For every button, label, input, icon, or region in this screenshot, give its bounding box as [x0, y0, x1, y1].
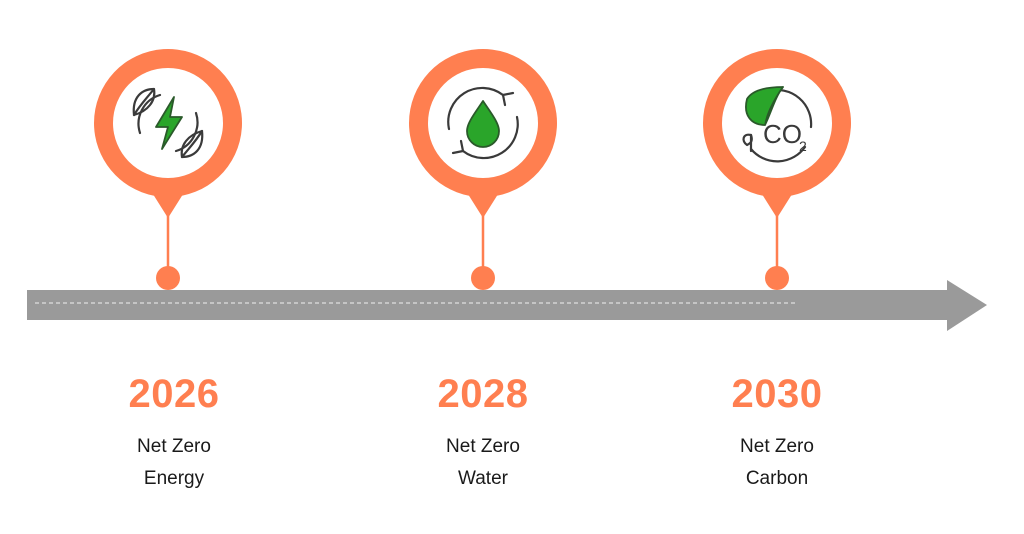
arrow-shaft: [27, 290, 952, 320]
milestone-label-line2: Energy: [143, 468, 205, 489]
milestone-label-line2: Carbon: [745, 468, 809, 489]
milestone-label-line1: Net Zero: [740, 436, 814, 457]
pin-dot: [156, 266, 180, 290]
co2-leaf-icon: CO 2: [742, 86, 813, 163]
energy-leaf-lightning-icon: [132, 87, 204, 159]
co2-text: CO: [763, 119, 802, 149]
milestone-label-line1: Net Zero: [137, 436, 211, 457]
milestone-pin-2026: [93, 49, 242, 290]
milestone-label-line1: Net Zero: [446, 436, 520, 457]
milestone-pin-2028: [409, 49, 557, 290]
water-drop-cycle-icon: [447, 86, 519, 160]
co2-subscript: 2: [799, 138, 807, 154]
pin-dot: [471, 266, 495, 290]
milestone-year-2026: 2026: [128, 372, 220, 416]
timeline-arrow: [27, 280, 987, 331]
pin-dot: [765, 266, 789, 290]
milestone-label-line2: Water: [458, 468, 508, 489]
arrow-head: [947, 280, 987, 331]
milestone-pin-2030: CO 2: [703, 49, 851, 290]
milestone-year-2028: 2028: [437, 372, 529, 416]
milestone-year-2030: 2030: [731, 372, 823, 416]
